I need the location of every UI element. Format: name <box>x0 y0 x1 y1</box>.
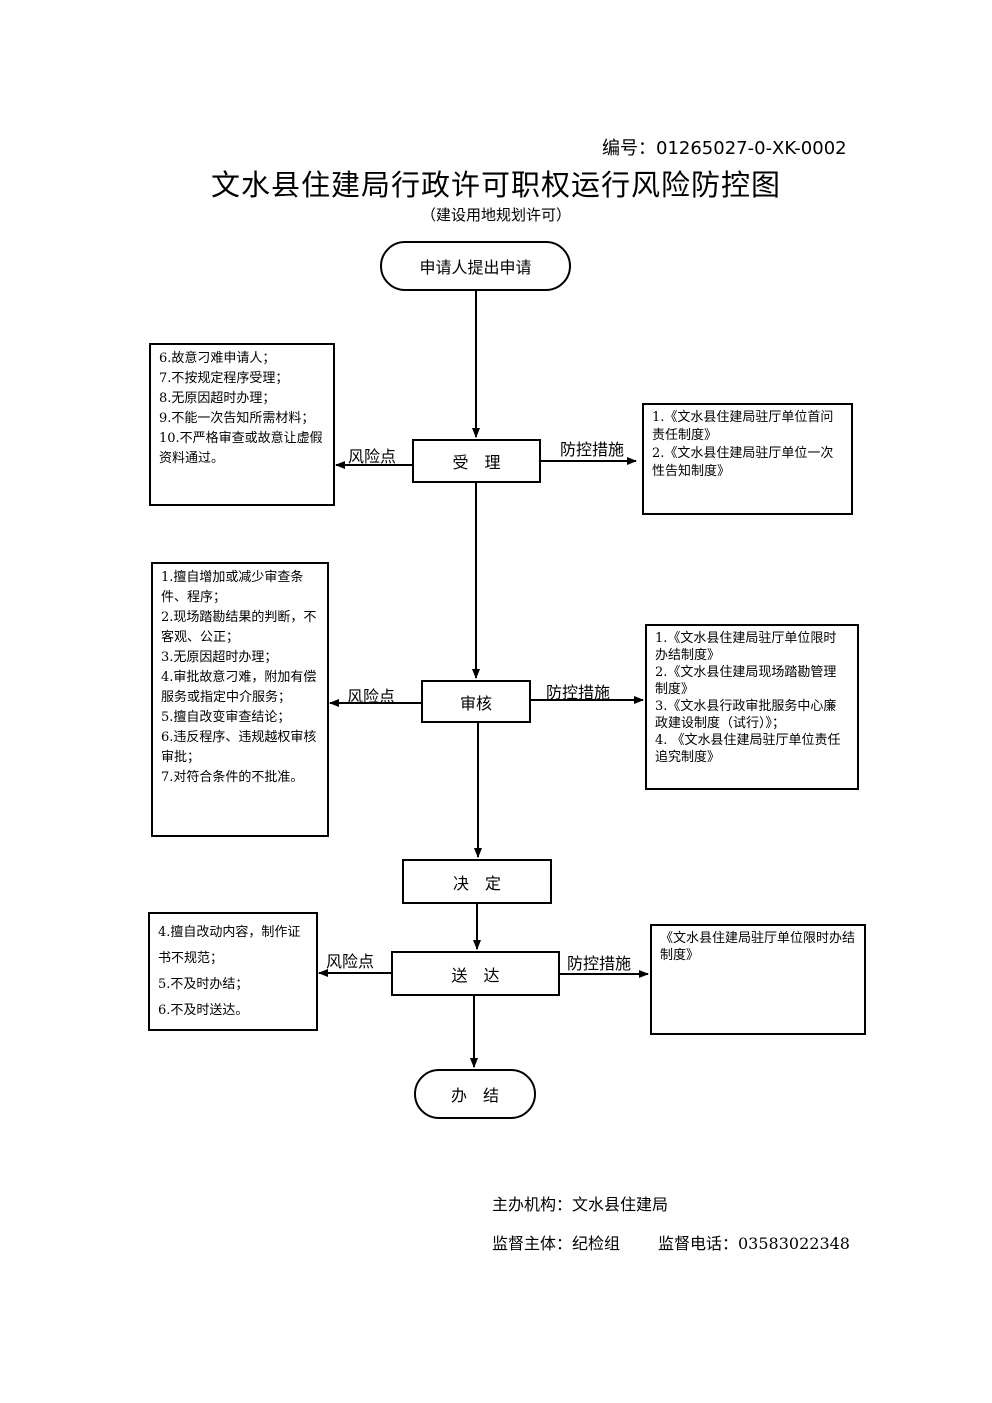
review-control-label: 防控措施 <box>546 683 611 702</box>
risk-item: 7.对符合条件的不批准。 <box>161 770 304 785</box>
risk-item: 4.擅自改动内容，制作证书不规范； <box>158 925 301 966</box>
document-code: 编号：01265027-0-XK-0002 <box>602 138 847 159</box>
deliver-control-label: 防控措施 <box>567 954 632 973</box>
deliver-risk-box: 4.擅自改动内容，制作证书不规范； 5.不及时办结； 6.不及时送达。 <box>148 912 318 1031</box>
page-subtitle: （建设用地规划许可） <box>420 206 571 224</box>
accept-risk-box: 6.故意刁难申请人； 7.不按规定程序受理； 8.无原因超时办理； 9.不能一次… <box>149 343 335 506</box>
review-risk-box: 1.擅自增加或减少审查条件、程序； 2.现场踏勘结果的判断，不客观、公正； 3.… <box>151 562 329 837</box>
supervisor-text: 监督主体：纪检组 <box>492 1234 621 1253</box>
control-item: 2.《文水县住建局现场踏勘管理制度》 <box>655 665 837 697</box>
risk-item: 3.无原因超时办理； <box>161 650 278 665</box>
deliver-risk-label: 风险点 <box>326 952 375 971</box>
accept-control-label: 防控措施 <box>560 440 625 459</box>
risk-item: 4.审批故意刁难，附加有偿服务或指定中介服务； <box>161 670 317 705</box>
accept-control-box: 1.《文水县住建局驻厅单位首问责任制度》 2.《文水县住建局驻厅单位一次性告知制… <box>642 403 853 515</box>
accept-risk-label: 风险点 <box>348 447 397 466</box>
deliver-control-box: 《文水县住建局驻厅单位限时办结制度》 <box>650 924 866 1035</box>
deliver-node: 送 达 <box>391 951 560 996</box>
accept-node: 受 理 <box>412 439 541 483</box>
control-item: 1.《文水县住建局驻厅单位首问责任制度》 <box>652 410 834 443</box>
risk-item: 8.无原因超时办理； <box>159 391 276 406</box>
end-node: 办 结 <box>414 1069 536 1119</box>
control-item: 2.《文水县住建局驻厅单位一次性告知制度》 <box>652 446 834 479</box>
risk-item: 6.违反程序、违规越权审核审批； <box>161 730 317 765</box>
organizer-text: 主办机构：文水县住建局 <box>492 1195 669 1214</box>
review-control-box: 1.《文水县住建局驻厅单位限时办结制度》 2.《文水县住建局现场踏勘管理制度》 … <box>645 624 859 790</box>
control-item: 《文水县住建局驻厅单位限时办结制度》 <box>660 931 856 963</box>
review-node: 审核 <box>421 680 531 723</box>
risk-item: 2.现场踏勘结果的判断，不客观、公正； <box>161 610 317 645</box>
risk-item: 7.不按规定程序受理； <box>159 371 289 386</box>
risk-item: 6.不及时送达。 <box>158 1003 249 1018</box>
risk-item: 6.故意刁难申请人； <box>159 351 276 366</box>
control-item: 4. 《文水县住建局驻厅单位责任追究制度》 <box>655 733 841 765</box>
control-item: 3.《文水县行政审批服务中心廉政建设制度（试行）》； <box>655 699 837 731</box>
control-item: 1.《文水县住建局驻厅单位限时办结制度》 <box>655 631 837 663</box>
risk-item: 10.不严格审查或故意让虚假资料通过。 <box>159 431 323 466</box>
review-risk-label: 风险点 <box>347 687 396 706</box>
risk-item: 9.不能一次告知所需材料； <box>159 411 315 426</box>
risk-item: 5.不及时办结； <box>158 977 249 992</box>
decide-node: 决 定 <box>402 859 552 904</box>
start-node: 申请人提出申请 <box>380 241 571 291</box>
risk-item: 5.擅自改变审查结论； <box>161 710 291 725</box>
page-title: 文水县住建局行政许可职权运行风险防控图 <box>210 168 781 202</box>
risk-item: 1.擅自增加或减少审查条件、程序； <box>161 570 304 605</box>
phone-text: 监督电话：03583022348 <box>658 1234 850 1253</box>
